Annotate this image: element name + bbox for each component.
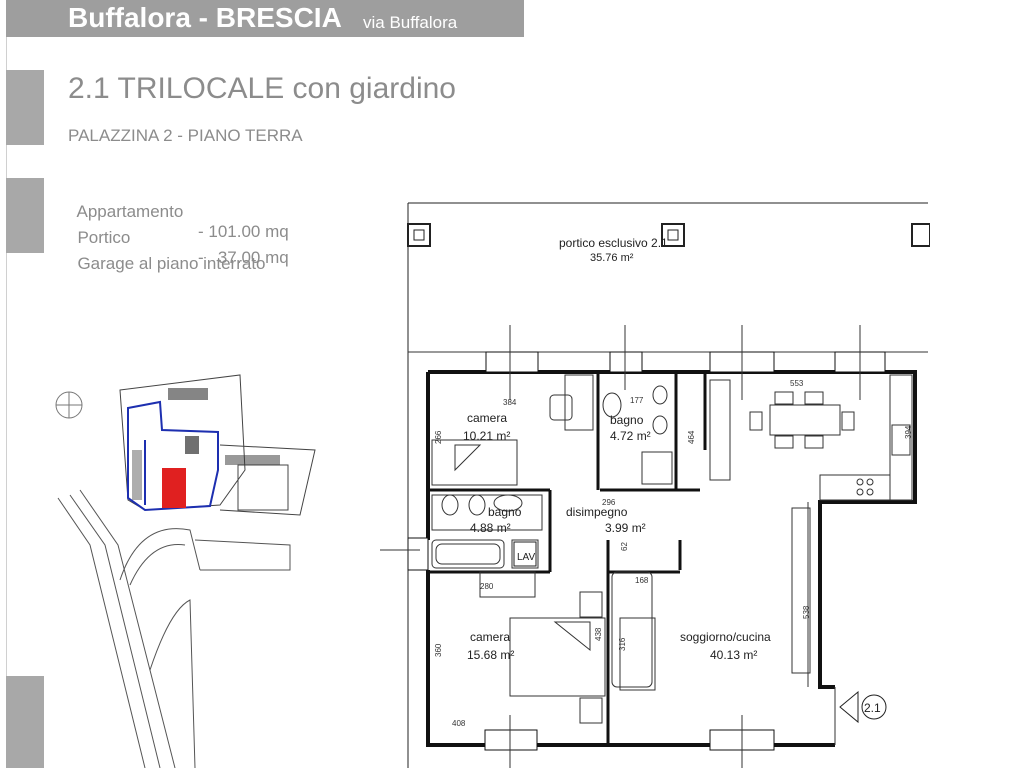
portico-columns [407,223,930,247]
dim-label: 177 [630,396,644,405]
room-name: camera [467,411,507,425]
side-block-bottom [6,676,44,768]
spec-value: - 101.00 mq [198,222,289,241]
lav-label: LAV [517,552,535,563]
bed-room1 [431,439,518,486]
sofa [611,571,653,688]
site-block-outline [127,400,219,512]
side-block-title [6,70,44,145]
dim-label: 62 [620,542,629,551]
dim-label: 464 [687,430,696,444]
dim-label: 360 [434,643,443,657]
bathtub [431,539,505,569]
header-city: Buffalora - BRESCIA [68,2,342,33]
room-area: 10.21 m² [463,429,510,443]
dim-label: 408 [452,719,466,728]
dim-label: 168 [635,576,649,585]
spec-row-garage: Garage al piano interrato [68,234,266,274]
room-area: 15.68 m² [467,648,514,662]
unit-title: 2.1 TRILOCALE con giardino [68,72,456,105]
room-name: disimpegno [566,505,628,519]
room-area: 3.99 m² [605,521,646,535]
dimension-labels: 384 177 553 266 464 296 280 360 438 316 … [434,379,913,728]
site-map [55,374,316,768]
room-area: 4.88 m² [470,521,511,535]
room-name: soggiorno/cucina [680,630,771,644]
spec-value: - 37.00 mq [198,248,289,267]
window-axes [380,325,861,768]
bed-room2 [509,617,606,697]
lav-fixture [513,541,537,567]
room-name: camera [470,630,510,644]
furniture [431,374,913,724]
spec-label: Portico [77,228,131,247]
unit-subtitle: PALAZZINA 2 - PIANO TERRA [68,126,303,145]
spec-label: Appartamento [76,202,184,221]
site-hatching [132,388,280,500]
spec-row-apartment: Appartamento - 101.00 mq [68,182,289,242]
spec-label: Garage al piano interrato [77,254,266,273]
dim-label: 280 [480,582,494,591]
dim-label: 266 [434,430,443,444]
portico-outline [407,202,928,768]
site-roads [57,489,291,768]
dim-label: 538 [802,605,811,619]
exterior-walls [426,370,917,747]
header-bar: Buffalora - BRESCIA via Buffalora [6,0,524,37]
room-name: bagno [488,505,522,519]
dining-table [769,404,841,436]
interior-walls [428,372,707,745]
portico-name: portico esclusivo 2.1 [559,236,668,250]
dim-label: 394 [904,425,913,439]
compass-icon [55,391,83,419]
room-name: bagno [610,413,644,427]
dim-label: 296 [602,498,616,507]
header-street: via Buffalora [363,13,458,32]
portico-area: 35.76 m² [590,252,634,264]
left-margin-rule [6,37,7,768]
dim-label: 438 [594,627,603,641]
unit-marker: 2.1 [839,690,887,724]
side-block-specs [6,178,44,253]
spec-row-portico: Portico - 37.00 mq [68,208,288,268]
floor-plan: portico esclusivo 2.1 35.76 m² [380,202,930,768]
dim-label: 384 [503,398,517,407]
unit-marker-label: 2.1 [864,701,881,715]
dim-label: 553 [790,379,804,388]
room-area: 4.72 m² [610,429,651,443]
unit-location-marker [162,468,186,508]
room-area: 40.13 m² [710,648,757,662]
dim-label: 316 [618,637,627,651]
